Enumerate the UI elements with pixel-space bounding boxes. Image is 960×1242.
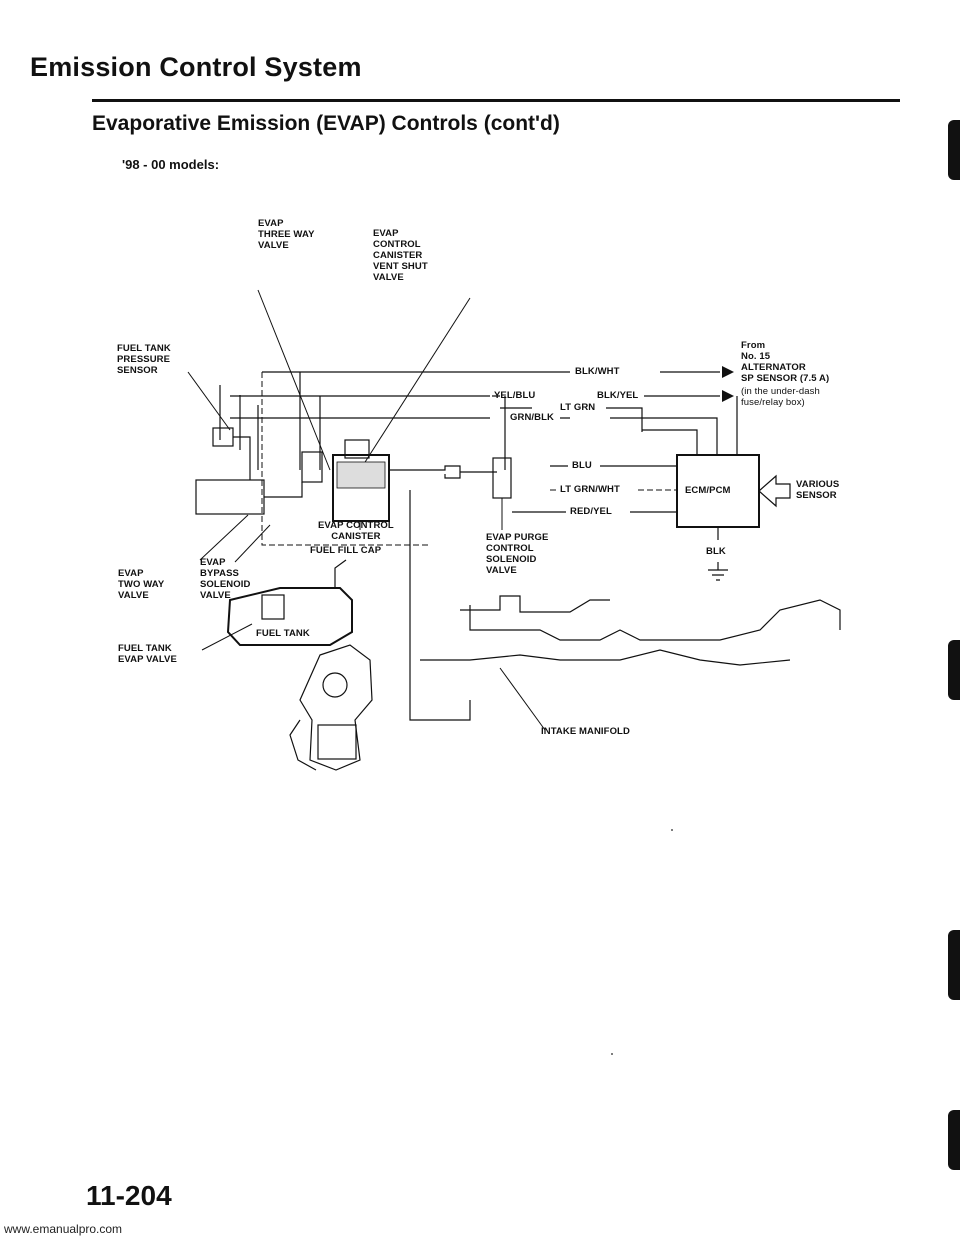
wire-label-blu: BLU bbox=[572, 460, 592, 471]
label-tank-evap-valve: FUEL TANK EVAP VALVE bbox=[118, 643, 177, 665]
manifold-upper bbox=[469, 599, 841, 641]
arrow-blk-yel bbox=[722, 390, 734, 402]
ground-symbol bbox=[708, 569, 728, 581]
engine-pulley bbox=[322, 672, 348, 698]
various-sensor-arrow bbox=[758, 474, 791, 508]
label-various-sensor: VARIOUS SENSOR bbox=[796, 479, 840, 501]
fill-cap-pipe bbox=[334, 559, 347, 588]
engine-detail bbox=[289, 719, 317, 771]
leader-two-way bbox=[199, 514, 249, 561]
label-from-fuse: From No. 15 ALTERNATOR SP SENSOR (7.5 A) bbox=[741, 340, 830, 384]
wire-label-lt-grn-wht: LT GRN/WHT bbox=[560, 484, 620, 495]
pressure-sensor bbox=[212, 427, 234, 447]
manifold-mid bbox=[460, 595, 610, 613]
binding-tab-2 bbox=[948, 640, 960, 700]
manifold-lower bbox=[420, 649, 791, 666]
label-three-way-valve: EVAP THREE WAY VALVE bbox=[258, 218, 315, 251]
fuel-tank-outline bbox=[226, 587, 353, 646]
vent-shut-valve bbox=[344, 439, 370, 459]
leader-vent-shut bbox=[359, 297, 471, 471]
label-fuel-fill-cap: FUEL FILL CAP bbox=[310, 545, 382, 556]
harness-outline bbox=[261, 372, 430, 546]
title-rule bbox=[92, 99, 900, 102]
engine-outline bbox=[299, 644, 373, 771]
wire-label-lt-grn: LT GRN bbox=[560, 402, 596, 413]
scan-speck-2 bbox=[611, 1053, 613, 1055]
wire-label-blk: BLK bbox=[706, 546, 726, 557]
canister-fill bbox=[336, 461, 386, 489]
page-number: 11-204 bbox=[86, 1180, 172, 1211]
wire-label-red-yel: RED/YEL bbox=[570, 506, 612, 517]
label-fuse-box-note: (in the under-dash fuse/relay box) bbox=[741, 386, 820, 408]
ecm-lead-1 bbox=[642, 429, 698, 455]
scan-speck-1 bbox=[671, 829, 673, 831]
label-control-canister: EVAP CONTROL CANISTER bbox=[318, 520, 394, 542]
label-bypass-valve: EVAP BYPASS SOLENOID VALVE bbox=[200, 557, 251, 601]
binding-tab-1 bbox=[948, 120, 960, 180]
label-purge-valve: EVAP PURGE CONTROL SOLENOID VALVE bbox=[486, 532, 549, 576]
canister-body bbox=[332, 454, 390, 522]
leader-bypass bbox=[234, 524, 271, 563]
purge-line bbox=[409, 490, 471, 721]
three-way-valve bbox=[301, 451, 323, 483]
canister-pipe bbox=[389, 465, 497, 479]
leader-three-way bbox=[257, 289, 331, 471]
page-title: Emission Control System bbox=[30, 52, 362, 82]
sensor-bracket bbox=[195, 479, 265, 515]
label-vent-shut-valve: EVAP CONTROL CANISTER VENT SHUT VALVE bbox=[373, 228, 428, 283]
label-fuel-tank: FUEL TANK bbox=[256, 628, 310, 639]
ecm-lead-2 bbox=[610, 417, 718, 455]
bypass-solenoid bbox=[261, 594, 285, 620]
label-ecm-pcm: ECM/PCM bbox=[685, 485, 731, 496]
label-intake-manifold: INTAKE MANIFOLD bbox=[541, 726, 630, 737]
leader-manifold bbox=[499, 667, 546, 731]
wire-label-yel-blu: YEL/BLU bbox=[494, 390, 536, 401]
label-two-way-valve: EVAP TWO WAY VALVE bbox=[118, 568, 165, 601]
wire-label-grn-blk: GRN/BLK bbox=[510, 412, 554, 423]
footer-url[interactable]: www.emanualpro.com bbox=[4, 1222, 123, 1236]
wire-label-blk-wht: BLK/WHT bbox=[575, 366, 620, 377]
binding-tab-3 bbox=[948, 930, 960, 1000]
binding-tab-4 bbox=[948, 1110, 960, 1170]
engine-block bbox=[317, 724, 357, 760]
leader-tank-evap bbox=[201, 623, 253, 651]
arrow-blk-wht bbox=[722, 366, 734, 378]
label-tank-pressure-sensor: FUEL TANK PRESSURE SENSOR bbox=[117, 343, 171, 376]
purge-valve-body bbox=[492, 457, 512, 499]
sensor-piping bbox=[233, 436, 303, 498]
section-title: Evaporative Emission (EVAP) Controls (co… bbox=[92, 112, 560, 135]
leader-pressure-sensor bbox=[187, 371, 231, 431]
model-note: '98 - 00 models: bbox=[122, 157, 220, 172]
wire-label-blk-yel: BLK/YEL bbox=[597, 390, 639, 401]
